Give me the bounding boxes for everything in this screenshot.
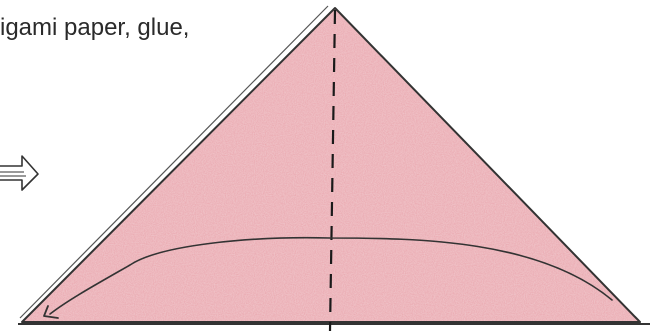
double-outline-arrow-right-icon (0, 156, 38, 190)
